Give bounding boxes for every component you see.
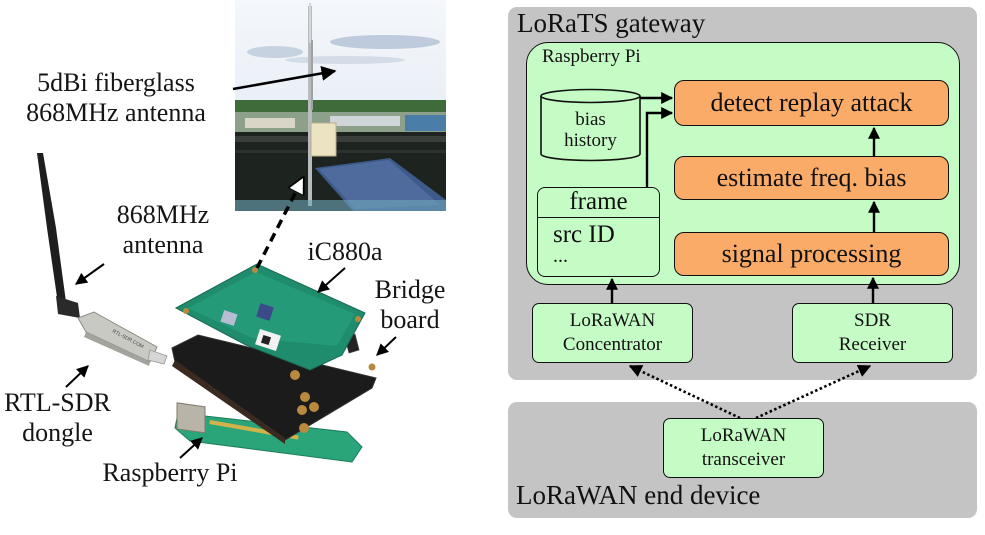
rooftop-photo [235, 0, 446, 211]
frame-header: frame [538, 188, 659, 218]
ic880a-label: iC880a [307, 237, 383, 266]
detect-replay-attack-box: detect replay attack [674, 80, 949, 126]
fiberglass-antenna-label: 5dBi fiberglass 868MHz antenna [26, 68, 206, 127]
gateway-title: LoRaTS gateway [517, 8, 706, 38]
rtl-sdr-arrow [65, 365, 89, 388]
ic880a-link-arrow [255, 178, 303, 269]
signal-processing-box: signal processing [674, 232, 949, 276]
frame-field-more: ... [553, 245, 568, 267]
rtl-sdr-dongle: RTL-SDR.COM [77, 311, 168, 366]
end-device-title: LoRaWAN end device [516, 480, 761, 510]
raspberry-pi-label: Raspberry Pi [102, 458, 238, 487]
bias-history-label: bias history [564, 109, 617, 151]
bridge-board-label: Bridge board [374, 275, 446, 334]
antenna-label: 868MHz antenna [116, 200, 210, 259]
sdr-receiver-box: SDR Receiver [792, 303, 953, 363]
rtl-sdr-label: RTL-SDR dongle [4, 388, 111, 447]
ic880a-arrow [317, 267, 346, 293]
fiberglass-antenna-arrow [232, 65, 337, 91]
antenna-arrow [75, 263, 105, 285]
frame-box: frame src ID ... [537, 187, 660, 277]
frame-field-src-id: src ID [553, 221, 615, 248]
raspberry-pi-title: Raspberry Pi [542, 46, 641, 67]
lorawan-transceiver-box: LoRaWAN transceiver [663, 418, 824, 478]
bridge-board-arrow [376, 336, 397, 356]
raspberry-pi-arrow [179, 437, 203, 459]
estimate-freq-bias-box: estimate freq. bias [674, 156, 949, 200]
lorawan-concentrator-box: LoRaWAN Concentrator [532, 303, 693, 363]
